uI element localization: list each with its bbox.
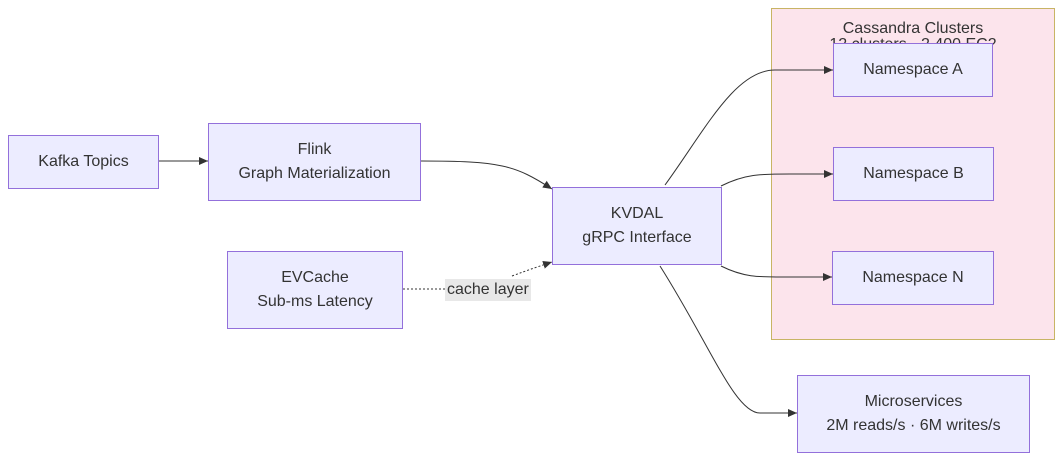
cluster-title: Cassandra Clusters [842, 20, 984, 37]
cache-layer-label: cache layer [445, 279, 531, 301]
microservices-subtitle: 2M reads/s · 6M writes/s [826, 417, 1001, 434]
edge-kvdal-ns-a [664, 66, 833, 186]
kvdal-subtitle: gRPC Interface [582, 229, 692, 246]
flink-node: Flink Graph Materialization [208, 123, 421, 201]
evcache-node: EVCache Sub-ms Latency [227, 251, 403, 329]
namespace-b-node: Namespace B [833, 147, 994, 201]
kvdal-node: KVDAL gRPC Interface [552, 187, 722, 265]
edge-evcache-kvdal-tail [511, 261, 553, 277]
namespace-n-node: Namespace N [832, 251, 994, 305]
edge-flink-kvdal [420, 160, 553, 190]
namespace-n-label: Namespace N [862, 269, 964, 286]
kafka-topics-label: Kafka Topics [38, 153, 129, 170]
edge-kvdal-ns-b [720, 170, 833, 187]
microservices-title: Microservices [864, 393, 963, 410]
namespace-b-label: Namespace B [863, 165, 964, 182]
evcache-subtitle: Sub-ms Latency [257, 293, 373, 310]
edge-kvdal-ns-n [720, 265, 832, 281]
flink-title: Flink [297, 141, 332, 158]
evcache-title: EVCache [281, 269, 349, 286]
namespace-a-node: Namespace A [833, 43, 993, 97]
kvdal-title: KVDAL [610, 205, 664, 222]
cluster-subtitle: 12 clusters · 2,400 EC2 [829, 36, 997, 45]
microservices-node: Microservices 2M reads/s · 6M writes/s [797, 375, 1030, 453]
kafka-topics-node: Kafka Topics [8, 135, 159, 189]
edge-kvdal-microservices [659, 265, 797, 417]
flink-subtitle: Graph Materialization [238, 165, 391, 182]
namespace-a-label: Namespace A [863, 61, 963, 78]
